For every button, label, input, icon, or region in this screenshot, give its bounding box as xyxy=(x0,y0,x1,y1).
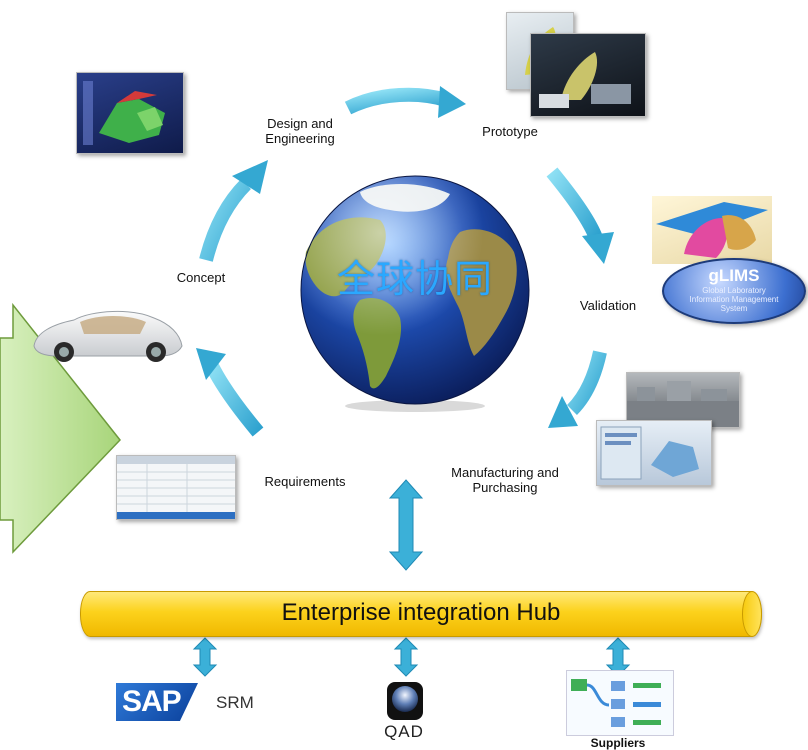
arrow-requirements-to-concept xyxy=(196,348,264,437)
glims-subtitle: Global Laboratory Information Management… xyxy=(689,286,779,313)
thumb-manufacturing-software xyxy=(596,420,712,486)
thumb-validation-seat xyxy=(652,196,772,264)
qad-logo-icon xyxy=(387,682,423,720)
supplier-network-icon xyxy=(571,679,661,727)
glims-badge: gLIMS Global Laboratory Information Mana… xyxy=(662,258,806,324)
glims-title: gLIMS xyxy=(708,266,760,285)
thumb-prototype-photo-2 xyxy=(530,33,646,117)
thumb-design-cad xyxy=(76,72,184,154)
label-validation: Validation xyxy=(579,298,637,313)
thumb-suppliers-diagram xyxy=(566,670,674,736)
double-arrow-qad xyxy=(393,637,419,677)
srm-label: SRM xyxy=(216,693,254,712)
manufacturing-screen-icon xyxy=(600,426,699,480)
factory-floor-icon xyxy=(627,381,739,427)
thumb-requirements-sheet xyxy=(116,455,236,520)
spreadsheet-icon xyxy=(117,456,235,519)
label-prototype: Prototype xyxy=(482,124,538,139)
globe xyxy=(300,175,530,412)
label-design-engineering: Design and Engineering xyxy=(265,116,335,146)
enterprise-integration-hub: Enterprise integration Hub xyxy=(80,591,762,637)
cad-render-icon xyxy=(83,81,165,145)
prototype-rig-icon xyxy=(539,52,631,108)
globe-caption: 全球协同 xyxy=(336,257,493,301)
arrow-design-to-prototype xyxy=(344,86,466,118)
arrow-validation-to-manufacturing xyxy=(548,350,607,428)
label-requirements: Requirements xyxy=(264,474,346,489)
label-manufacturing-purchasing: Manufacturing and Purchasing xyxy=(451,465,559,495)
suppliers-label: Suppliers xyxy=(590,736,646,750)
concept-car-image xyxy=(33,311,183,362)
thumb-manufacturing-factory xyxy=(626,372,740,428)
double-arrow-sap xyxy=(192,637,218,677)
qad-label: QAD xyxy=(384,722,424,741)
label-concept: Concept xyxy=(176,270,226,285)
arrow-concept-to-design xyxy=(199,160,268,262)
arrow-prototype-to-validation xyxy=(546,167,614,264)
hub-label: Enterprise integration Hub xyxy=(281,599,561,626)
hub-cylinder-cap xyxy=(742,591,762,637)
seat-icon xyxy=(656,202,768,258)
double-arrow-hub-main xyxy=(388,479,424,571)
